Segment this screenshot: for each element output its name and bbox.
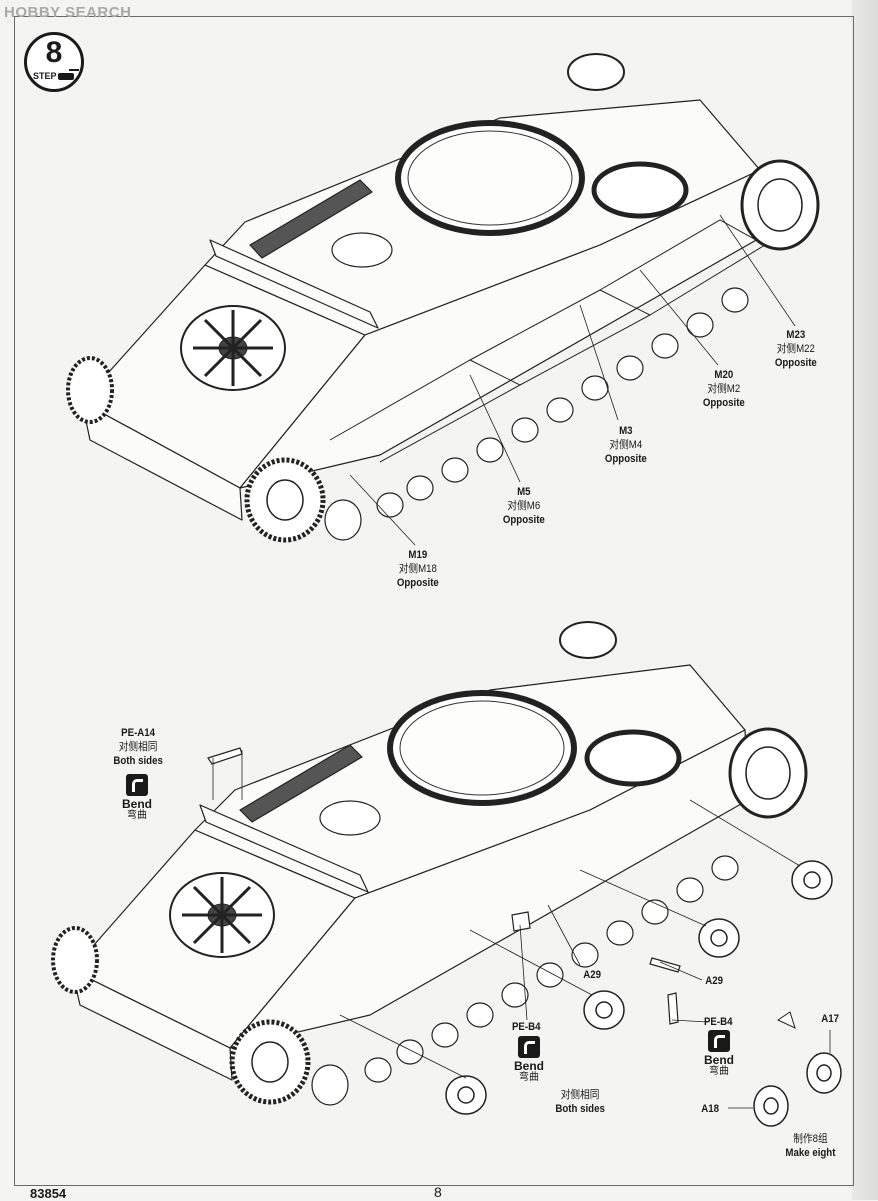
bend-label-cn: 弯曲 [127, 810, 147, 821]
callout-m19: M19 对侧M18 Opposite [397, 548, 439, 590]
callout-a29-left: A29 [583, 969, 601, 981]
bend-note-pe-b4-left: Bend 弯曲 [514, 1036, 544, 1084]
tank-icon [58, 69, 79, 80]
both-sides-cn: 对侧相同 [118, 741, 158, 753]
callout-m5: M5 对侧M6 Opposite [503, 485, 545, 527]
spare-wheel [180, 305, 286, 391]
pe-parts [207, 747, 681, 1025]
both-sides-cn: 对侧相同 [560, 1089, 600, 1101]
callout-both-sides: 对侧相同 Both sides [555, 1088, 604, 1116]
front-idler [567, 53, 820, 251]
part-number: PE-A14 [121, 727, 156, 739]
both-sides-en: Both sides [113, 755, 163, 767]
watermark-text: HOBBY SEARCH [4, 4, 132, 21]
bend-icon [708, 1030, 730, 1052]
bend-label-cn: 弯曲 [709, 1066, 729, 1077]
front-ring [584, 729, 682, 787]
callout-pe-a14: PE-A14 对侧相同 Both sides [113, 726, 162, 768]
part-opposite-cn: 对侧M22 [776, 343, 815, 355]
callout-a29-right: A29 [705, 975, 723, 987]
callout-a17: A17 [821, 1013, 839, 1025]
suspension-brackets [329, 219, 766, 463]
bend-note-pe-b4-right: Bend 弯曲 [704, 1030, 734, 1078]
loose-road-wheels [445, 860, 833, 1115]
bend-label: Bend [704, 1053, 734, 1067]
part-opposite-cn: 对侧M6 [507, 500, 541, 512]
part-opposite-cn: 对侧M2 [707, 383, 741, 395]
rear-fender-bar [209, 239, 379, 329]
callout-pe-b4-right: PE-B4 [703, 1016, 733, 1028]
part-opposite-en: Opposite [702, 397, 745, 409]
callout-a18: A18 [701, 1103, 719, 1115]
wheel-halves [753, 1052, 842, 1127]
callout-m3: M3 对侧M4 Opposite [605, 424, 647, 466]
direction-arrow-icon [776, 1011, 796, 1029]
part-opposite-cn: 对侧M18 [398, 563, 437, 575]
engine-grille [249, 179, 373, 259]
part-opposite-en: Opposite [502, 514, 545, 526]
bend-label: Bend [514, 1059, 544, 1073]
rear-sprocket [66, 356, 326, 543]
step-number: 8 [45, 36, 63, 69]
rear-sprocket [51, 926, 311, 1105]
bend-note-pe-a14: Bend 弯曲 [122, 774, 152, 822]
leader-lines [349, 214, 796, 546]
part-opposite-en: Opposite [604, 453, 647, 465]
engine-grille [239, 744, 363, 823]
bend-label: Bend [122, 797, 152, 811]
deck-hatch [331, 232, 393, 268]
step-badge: 8 STEP [24, 32, 84, 92]
part-number: M3 [619, 425, 633, 437]
make-eight-cn: 制作8组 [793, 1133, 828, 1145]
front-idler [559, 621, 808, 819]
callout-m23: M23 对侧M22 Opposite [775, 328, 817, 370]
part-number: M20 [714, 369, 734, 381]
callout-make-eight: 制作8组 Make eight [785, 1132, 835, 1160]
bend-icon [126, 774, 148, 796]
part-number: M19 [408, 549, 428, 561]
page-edge-shadow [852, 0, 878, 1200]
page-number: 8 [434, 1184, 442, 1200]
road-wheels [324, 287, 749, 541]
page-frame [14, 16, 854, 1186]
kit-number: 83854 [30, 1186, 67, 1201]
spare-wheel [169, 872, 275, 958]
leader-lines [212, 750, 831, 1109]
rear-fender-bar [199, 804, 369, 893]
make-eight-en: Make eight [785, 1147, 836, 1159]
part-opposite-en: Opposite [396, 577, 439, 589]
part-number: M23 [786, 329, 806, 341]
part-number: M5 [517, 486, 531, 498]
front-ring [591, 161, 689, 219]
bend-label-cn: 弯曲 [519, 1072, 539, 1083]
hull-side-plate [229, 729, 749, 1049]
part-opposite-en: Opposite [774, 357, 817, 369]
callout-pe-b4-left: PE-B4 [511, 1021, 541, 1033]
deck-hatch [319, 800, 381, 836]
part-opposite-cn: 对侧M4 [609, 439, 643, 451]
bend-icon [518, 1036, 540, 1058]
callout-m20: M20 对侧M2 Opposite [703, 368, 745, 410]
hull-rear-lower [81, 401, 243, 521]
both-sides-en: Both sides [555, 1103, 605, 1115]
step-word: STEP [33, 71, 57, 81]
